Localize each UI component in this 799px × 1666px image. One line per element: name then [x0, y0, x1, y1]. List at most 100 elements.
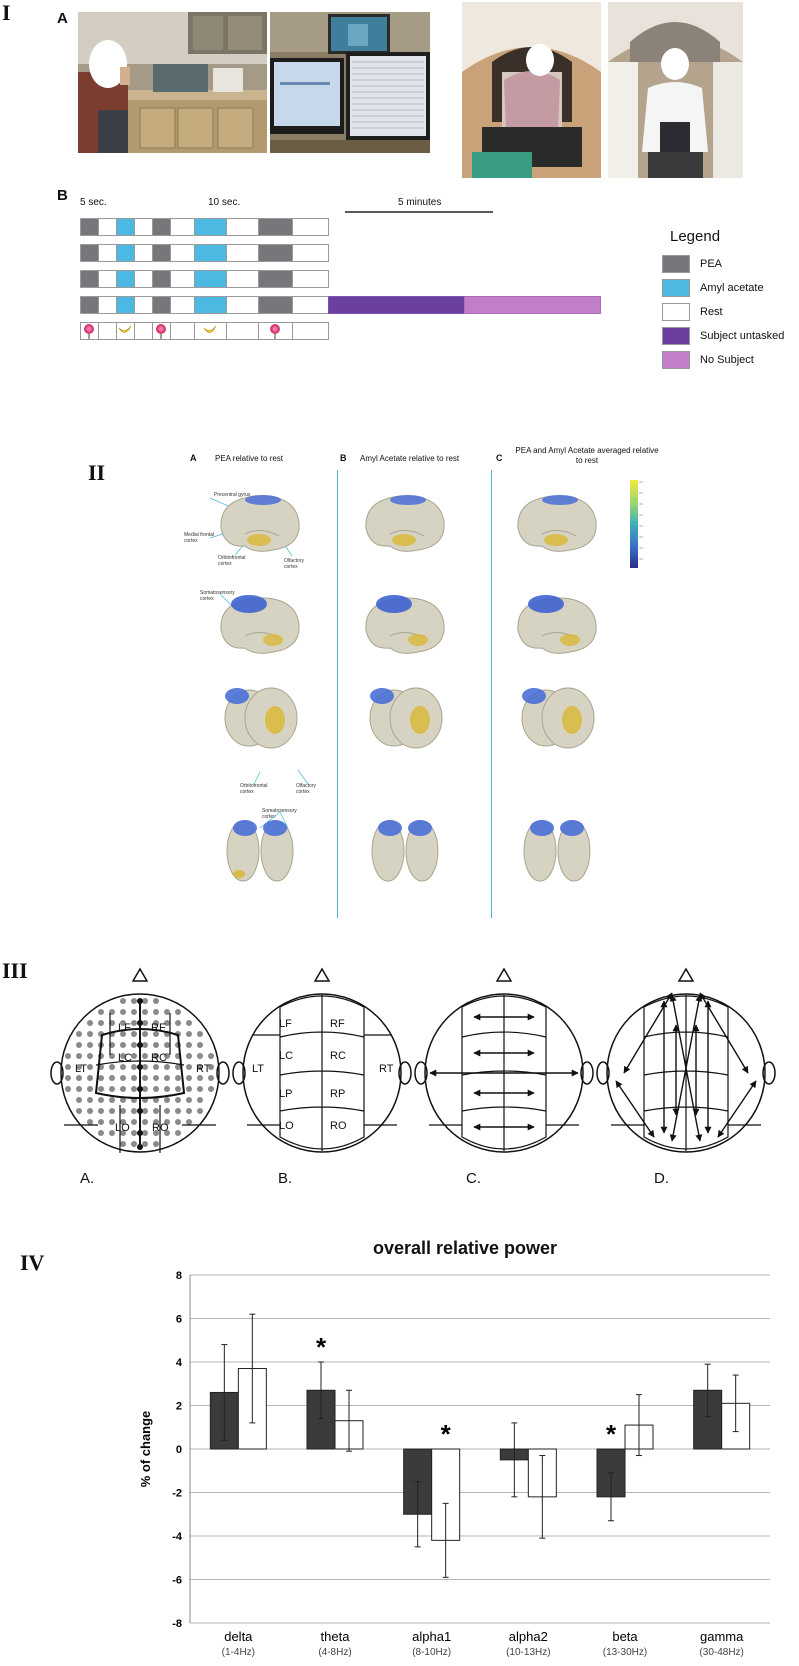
- electrode-dot: [164, 1108, 170, 1114]
- electrode-dot: [164, 1130, 170, 1136]
- brain-render-r2-c3: [517, 595, 597, 654]
- rose-icon: [156, 324, 166, 339]
- electrode-dot: [65, 1075, 71, 1081]
- electrode-dot: [65, 1064, 71, 1070]
- electrode-dot: [76, 1031, 82, 1037]
- electrode-dot: [142, 1020, 148, 1026]
- colorbar: [630, 480, 643, 568]
- timeline-block-r1-3: [134, 244, 153, 262]
- region-rp: RP: [330, 1088, 346, 1100]
- region-ro-head-a: RO: [152, 1122, 169, 1134]
- error-bar-delta-s1: [249, 1313, 256, 1424]
- electrode-dot: [98, 1130, 104, 1136]
- electrode-dot: [186, 1119, 192, 1125]
- timeline-block-r2-9: [292, 270, 329, 288]
- electrode-dot: [120, 1075, 126, 1081]
- rose-icon: [270, 324, 280, 339]
- electrode-dot: [164, 1097, 170, 1103]
- electrode-dot: [76, 1075, 82, 1081]
- electrode-dot: [142, 1108, 148, 1114]
- electrode-dot: [98, 1020, 104, 1026]
- head-caption-a: A.: [80, 1170, 95, 1187]
- banana-icon: [118, 325, 132, 333]
- electrode-dot: [87, 1108, 93, 1114]
- x-category-label: delta: [224, 1629, 253, 1644]
- region-rf-head-a: RF: [151, 1022, 166, 1034]
- column-divider-1: [337, 470, 338, 918]
- legend-swatch-subject-untasked: [662, 327, 690, 345]
- annotation-olfactory-cortex-2: Olfactory cortex: [296, 783, 317, 795]
- column-b-letter: B: [340, 453, 347, 463]
- timeline-block-subject-untasked: [328, 296, 465, 314]
- timeline-block-r1-0: [80, 244, 99, 262]
- panel-i-a-label: A: [57, 10, 68, 27]
- region-lf-head-a: LF: [118, 1022, 131, 1034]
- annotation-somatosensory-cortex-2: Somatosensory cortex: [262, 808, 297, 820]
- annotation-somatosensory-cortex-1: Somatosensory cortex: [200, 590, 235, 602]
- x-category-sublabel: (1-4Hz): [222, 1647, 255, 1658]
- error-bar-gamma-s1: [732, 1374, 739, 1433]
- column-a-letter: A: [190, 453, 197, 463]
- electrode-dot: [76, 1097, 82, 1103]
- electrode-dot: [131, 1031, 137, 1037]
- electrode-dot: [120, 1086, 126, 1092]
- electrode-dot: [175, 1086, 181, 1092]
- electrode-dot: [131, 1119, 137, 1125]
- electrode-dot: [153, 1130, 159, 1136]
- electrode-dot: [120, 1130, 126, 1136]
- electrode-dot: [142, 1009, 148, 1015]
- electrode-dot: [142, 1031, 148, 1037]
- electrode-dot: [175, 1064, 181, 1070]
- electrode-dot: [142, 1141, 148, 1147]
- photo-subject-scanner-reclined: [462, 2, 601, 178]
- electrode-dot: [153, 1064, 159, 1070]
- head-caption-d: D.: [654, 1170, 669, 1187]
- annotation-medial-frontal-cortex: Medial frontal cortex: [184, 532, 215, 544]
- electrode-dot: [87, 1064, 93, 1070]
- panel-iv-label: IV: [20, 1250, 45, 1275]
- electrode-dot: [164, 1075, 170, 1081]
- electrode-dot: [164, 1053, 170, 1059]
- electrode-dot: [98, 1086, 104, 1092]
- legend-label-rest: Rest: [700, 306, 723, 318]
- electrode-dot: [175, 1009, 181, 1015]
- timeline-block-r1-4: [152, 244, 171, 262]
- chart-title: overall relative power: [372, 1238, 558, 1258]
- timeline-block-r0-4: [152, 218, 171, 236]
- y-tick-label: -2: [172, 1488, 182, 1500]
- electrode-dot: [175, 1130, 181, 1136]
- electrode-dot: [208, 1053, 214, 1059]
- brain-render-r3-c3: [521, 687, 595, 749]
- electrode-dot: [153, 1042, 159, 1048]
- electrode-dot: [142, 1130, 148, 1136]
- region-rt-head-a: RT: [196, 1063, 211, 1075]
- electrode-dot: [175, 1119, 181, 1125]
- brain-render-r4-c2: [371, 820, 439, 882]
- x-category-label: alpha1: [412, 1629, 451, 1644]
- timeline-block-r3-1: [98, 296, 117, 314]
- brain-render-r3-c2: [369, 687, 443, 749]
- column-c-title: PEA and Amyl Acetate averaged relative t…: [515, 446, 659, 465]
- timeline-scale-bar: [345, 211, 493, 213]
- error-bar-alpha1-s1: [442, 1502, 449, 1578]
- y-tick-label: -4: [172, 1531, 183, 1543]
- timeline-block-r3-2: [116, 296, 135, 314]
- electrode-dot: [76, 1053, 82, 1059]
- timeline-label-5min: 5 minutes: [398, 197, 442, 208]
- timeline-block-no-subject: [464, 296, 601, 314]
- electrode-dot: [131, 1042, 137, 1048]
- timeline-block-r0-7: [226, 218, 259, 236]
- significance-mark: *: [606, 1419, 617, 1449]
- timeline-block-r0-9: [292, 218, 329, 236]
- timeline-icon-cell-7: [226, 322, 259, 340]
- timeline-block-r0-6: [194, 218, 227, 236]
- electrode-dot: [142, 1086, 148, 1092]
- brain-render-r4-c3: [523, 820, 591, 882]
- electrode-dot: [131, 1064, 137, 1070]
- electrode-dot: [131, 1086, 137, 1092]
- electrode-dot: [109, 1086, 115, 1092]
- region-rc: RC: [330, 1050, 346, 1062]
- electrode-dot: [131, 1075, 137, 1081]
- x-category-sublabel: (13-30Hz): [603, 1647, 647, 1658]
- electrode-dot: [142, 1075, 148, 1081]
